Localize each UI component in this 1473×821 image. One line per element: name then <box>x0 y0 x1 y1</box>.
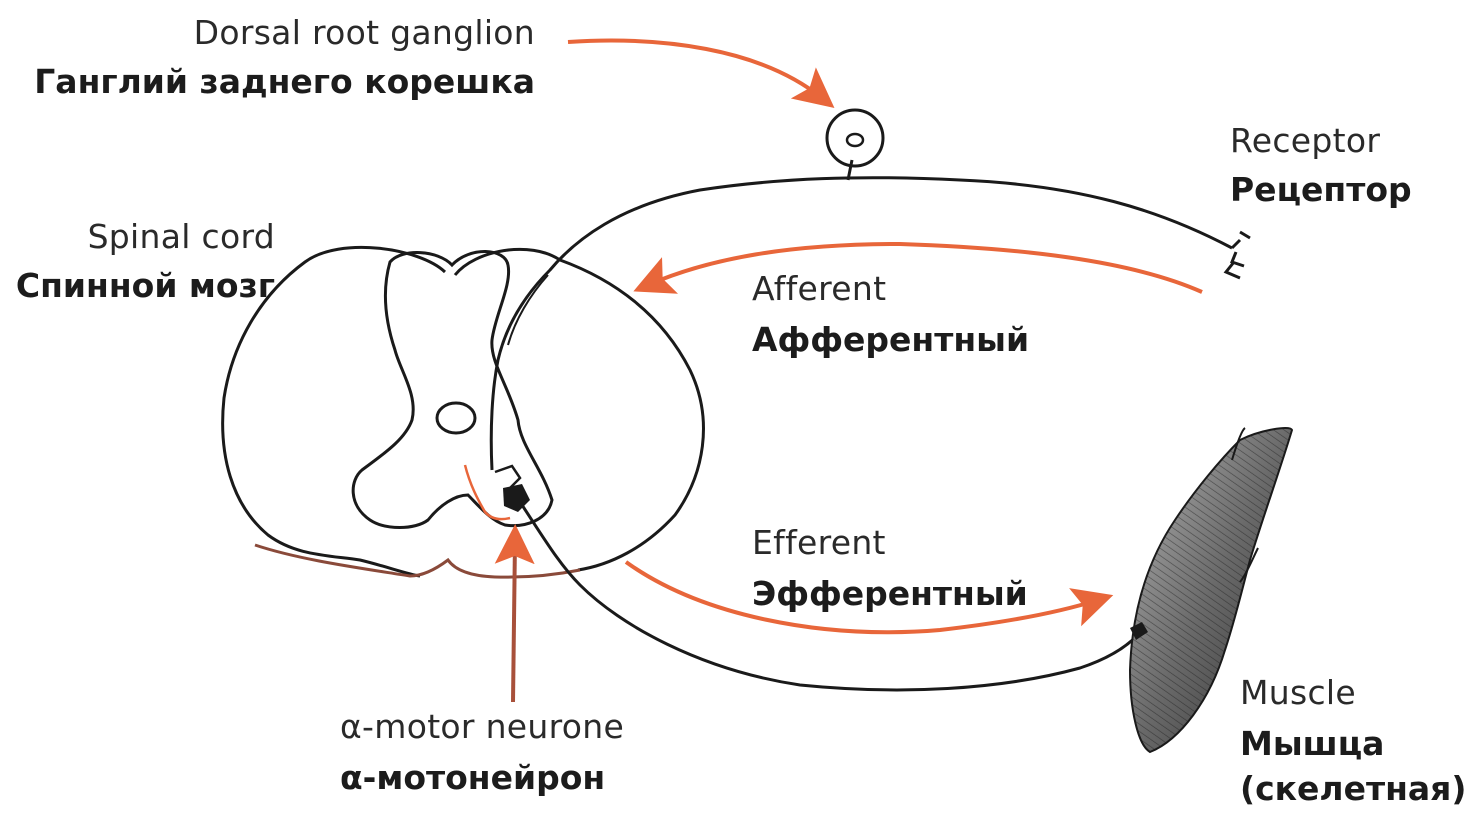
receptor-ending <box>1226 232 1250 278</box>
motor-neuron-outline <box>495 466 520 488</box>
afferent-label-en: Afferent <box>752 272 1029 305</box>
spinal-cord-label: Spinal cord Спинной мозг <box>16 220 275 302</box>
drg-label: Dorsal root ganglion Ганглий заднего кор… <box>34 16 535 98</box>
spinal-cord-label-en: Spinal cord <box>16 220 275 253</box>
drg-pointer-arrow <box>568 41 822 98</box>
muscle-label-ru-line2: (скелетная) <box>1240 772 1466 805</box>
motor-neurone-label: α-motor neurone α-мотонейрон <box>340 710 624 794</box>
ganglion-cell <box>827 110 883 166</box>
muscle-label-ru-line1: Мышца <box>1240 727 1466 760</box>
afferent-label-ru: Афферентный <box>752 323 1029 356</box>
receptor-label: Receptor Рецептор <box>1230 124 1412 206</box>
receptor-label-ru: Рецептор <box>1230 173 1412 206</box>
motor-neuron-body <box>503 484 530 512</box>
efferent-label-ru: Эфферентный <box>752 577 1028 610</box>
spinal-cord-outline <box>223 247 704 576</box>
motor-neurone-label-ru: α-мотонейрон <box>340 761 624 794</box>
afferent-fiber-inner <box>508 275 548 345</box>
muscle-label: Muscle Мышца (скелетная) <box>1240 676 1466 805</box>
spinal-cord-label-ru: Спинной мозг <box>16 269 275 302</box>
afferent-label: Afferent Афферентный <box>752 272 1029 356</box>
drg-label-ru: Ганглий заднего корешка <box>34 65 535 98</box>
central-canal <box>437 403 475 433</box>
drg-label-en: Dorsal root ganglion <box>34 16 535 49</box>
ganglion-nucleus <box>847 134 863 146</box>
receptor-label-en: Receptor <box>1230 124 1412 157</box>
muscle-label-en: Muscle <box>1240 676 1466 709</box>
motor-neurone-pointer-arrow <box>513 540 515 702</box>
efferent-label-en: Efferent <box>752 526 1028 559</box>
spinal-cord-base <box>255 545 580 577</box>
efferent-label: Efferent Эфферентный <box>752 526 1028 610</box>
motor-neurone-label-en: α-motor neurone <box>340 710 624 743</box>
